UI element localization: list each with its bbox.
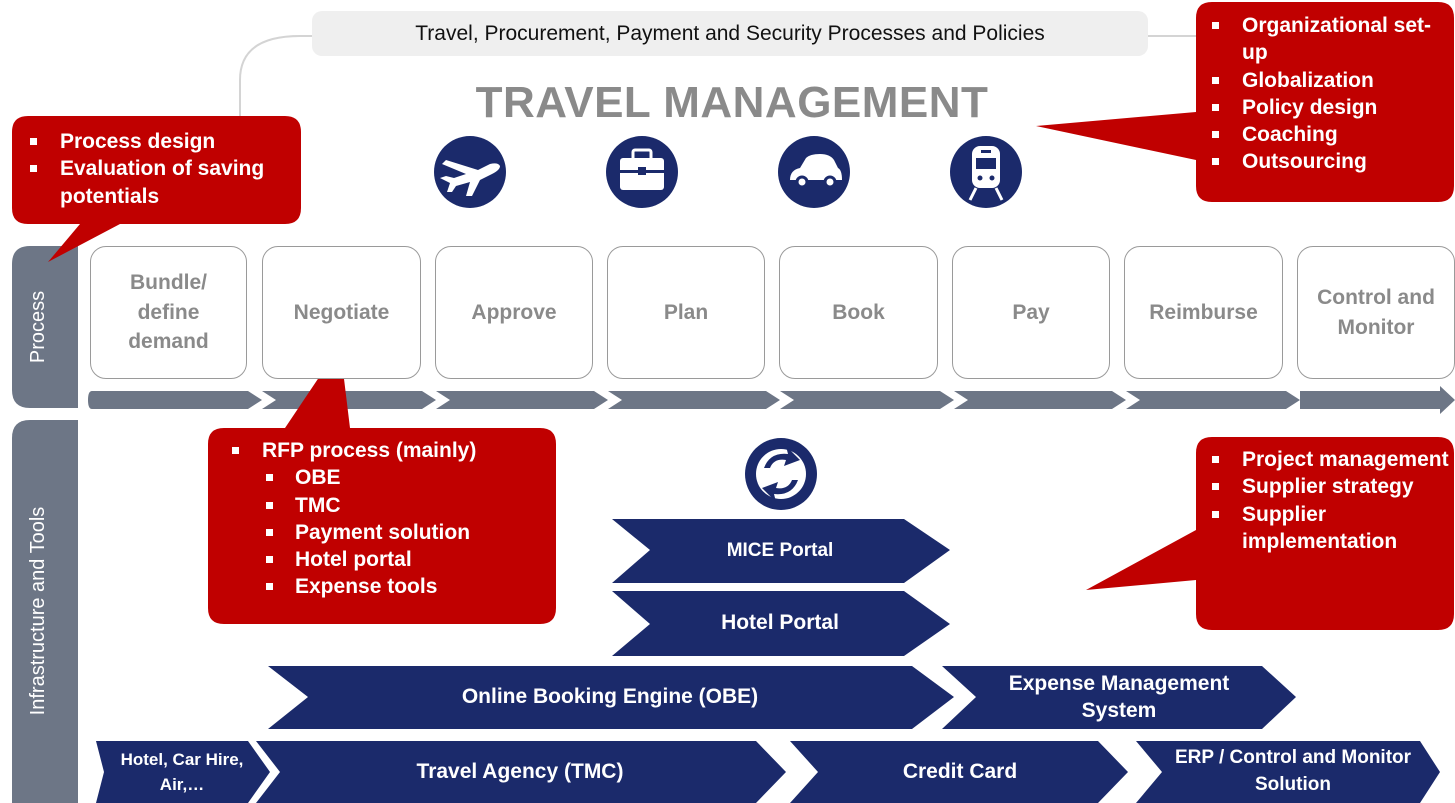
callout-organization	[1036, 2, 1454, 202]
callout-subitem: TMC	[226, 492, 556, 519]
sync-icon	[745, 438, 817, 510]
process-step-pay: Pay	[952, 246, 1110, 379]
hotel-car-air-label: Hotel, Car Hire, Air,…	[120, 749, 244, 795]
obe-chevron	[268, 666, 954, 729]
callout-item: Coaching	[1206, 121, 1446, 148]
callout-item: Process design	[24, 128, 294, 155]
hotel-portal-label: Hotel Portal	[721, 611, 839, 635]
process-step-bundle: Bundle/ define demand	[90, 246, 247, 379]
travel-agency-chevron	[256, 741, 786, 803]
infrastructure-section-label: Infrastructure and Tools	[27, 506, 49, 716]
infrastructure-sidebar	[12, 420, 78, 803]
car-icon	[778, 136, 850, 208]
airplane-icon	[434, 136, 506, 208]
callout-subitem: Hotel portal	[226, 546, 556, 573]
obe-label: Online Booking Engine (OBE)	[461, 685, 759, 709]
callout-item: Outsourcing	[1206, 148, 1446, 175]
hotel-portal-chevron	[612, 591, 950, 656]
callout-item: Supplier strategy	[1206, 473, 1451, 500]
callout-organization-text: Organizational set-up Globalization Poli…	[1206, 12, 1446, 176]
callout-item: Evaluation of saving potentials	[24, 155, 294, 210]
callout-rfp	[208, 346, 556, 624]
briefcase-icon	[606, 136, 678, 208]
policies-banner-text: Travel, Procurement, Payment and Securit…	[415, 21, 1045, 45]
process-step-book: Book	[779, 246, 938, 379]
expense-label: Expense Management System	[1008, 672, 1230, 722]
callout-process-design-text: Process design Evaluation of saving pote…	[24, 128, 294, 210]
callout-subitem: Payment solution	[226, 519, 556, 546]
mice-portal-label: MICE Portal	[726, 540, 834, 562]
callout-item: RFP process (mainly)	[226, 437, 556, 464]
process-step-negotiate: Negotiate	[262, 246, 421, 379]
erp-label: ERP / Control and Monitor Solution	[1174, 747, 1412, 795]
erp-chevron	[1136, 741, 1440, 803]
callout-item: Globalization	[1206, 67, 1446, 94]
process-step-plan: Plan	[607, 246, 765, 379]
header-bracket-left	[239, 35, 320, 120]
expense-chevron	[942, 666, 1296, 729]
process-section-label: Process	[27, 290, 49, 364]
callout-item: Project management	[1206, 446, 1451, 473]
callout-subitem: Expense tools	[226, 573, 556, 600]
page-title: TRAVEL MANAGEMENT	[475, 78, 989, 127]
process-sidebar	[12, 246, 78, 408]
train-icon	[950, 136, 1022, 208]
travel-agency-label: Travel Agency (TMC)	[416, 759, 624, 783]
mice-portal-chevron	[612, 519, 950, 583]
callout-project	[1086, 437, 1454, 630]
process-step-control: Control and Monitor	[1297, 246, 1455, 379]
callout-project-text: Project management Supplier strategy Sup…	[1206, 446, 1451, 555]
callout-item: Organizational set-up	[1206, 12, 1446, 67]
process-timeline	[88, 386, 1455, 414]
credit-card-chevron	[790, 741, 1128, 803]
credit-card-label: Credit Card	[902, 759, 1018, 783]
hotel-car-air-chevron	[96, 741, 270, 803]
policies-banner: Travel, Procurement, Payment and Securit…	[312, 11, 1148, 56]
callout-rfp-text: RFP process (mainly) OBE TMC Payment sol…	[226, 437, 556, 601]
tool-chevrons	[96, 519, 1440, 803]
callout-item: Policy design	[1206, 94, 1446, 121]
process-step-reimburse: Reimburse	[1124, 246, 1283, 379]
callout-process-design	[12, 116, 301, 262]
process-step-approve: Approve	[435, 246, 593, 379]
callout-item: Supplier implementation	[1206, 501, 1451, 556]
callout-subitem: OBE	[226, 464, 556, 491]
